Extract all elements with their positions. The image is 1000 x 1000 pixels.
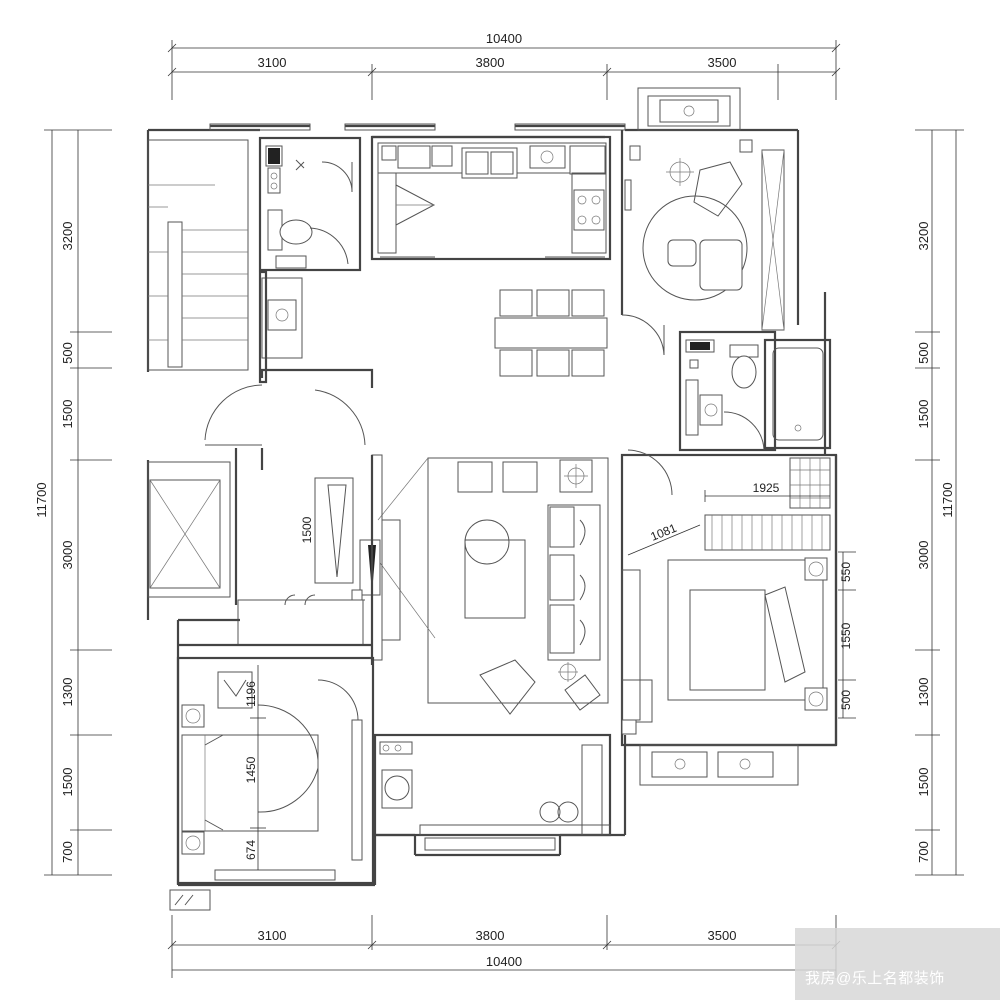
right-total-dim: 11700 [940,482,955,517]
elevator-shaft [147,461,231,598]
window-top-mid [344,123,436,131]
bottom-dim-3: 3500 [708,928,737,943]
bedroom-2 [176,656,375,885]
tv-wall [359,454,401,661]
bed-top-dim: 550 [839,562,853,582]
lower-left-door [169,889,211,911]
right-dim-7: 700 [916,841,931,863]
top-total-dim: 10400 [486,31,522,46]
right-dim-1: 3200 [916,222,931,251]
left-dim-5: 1300 [60,678,75,707]
left-dim-1: 3200 [60,222,75,251]
bottom-total-dim: 10400 [486,954,522,969]
bathroom-2 [678,330,832,452]
top-dim-3: 3500 [708,55,737,70]
bedroom2-bottom-dim: 674 [244,840,258,860]
window-top-left [209,123,311,131]
entry-area [178,368,374,665]
bedroom2-top-dim: 1196 [244,681,258,707]
bedroom2-bed-dim: 1450 [244,756,258,783]
window-top-mid2 [514,123,626,131]
kitchen [370,135,612,261]
right-dim-5: 1300 [916,678,931,707]
dining-table [494,289,608,377]
top-dim-2: 3800 [476,55,505,70]
wardrobe-slats [711,515,823,550]
top-dimension-lines [167,40,841,100]
bottom-dim-2: 3800 [476,928,505,943]
living-room [377,457,609,715]
lounge-room [620,130,785,356]
bathroom-1 [258,136,362,272]
left-dim-7: 700 [60,841,75,863]
bedroom2-dim-line [250,665,266,870]
wardrobe-length-dim: 1925 [753,481,780,495]
left-dim-3: 1500 [60,400,75,429]
utility-balcony [373,733,612,851]
bottom-dim-1: 3100 [258,928,287,943]
bay-window-top-right [637,87,741,131]
stairwell [147,139,249,371]
watermark: 我房@乐上名都装饰 [795,928,1000,1000]
right-dim-6: 1500 [916,768,931,797]
bed-length-dim: 1550 [839,622,853,649]
top-dim-1: 3100 [258,55,287,70]
right-dim-4: 3000 [916,541,931,570]
left-dim-6: 1500 [60,768,75,797]
left-total-dim: 11700 [34,482,49,517]
left-dim-4: 3000 [60,541,75,570]
left-dimension-lines [44,129,112,876]
left-dim-2: 500 [60,342,75,364]
bed-bottom-dim: 500 [839,690,853,710]
bathroom-1-vanity [258,270,303,384]
watermark-text: 我房@乐上名都装饰 [805,970,945,987]
bay-window-bottom-right [639,744,799,786]
entry-cabinet-dim: 1500 [300,516,314,543]
right-dimension-lines [915,129,964,876]
right-dim-3: 1500 [916,400,931,429]
master-bed-dim-line [838,551,856,719]
right-dim-2: 500 [916,342,931,364]
master-bedroom [620,449,838,747]
